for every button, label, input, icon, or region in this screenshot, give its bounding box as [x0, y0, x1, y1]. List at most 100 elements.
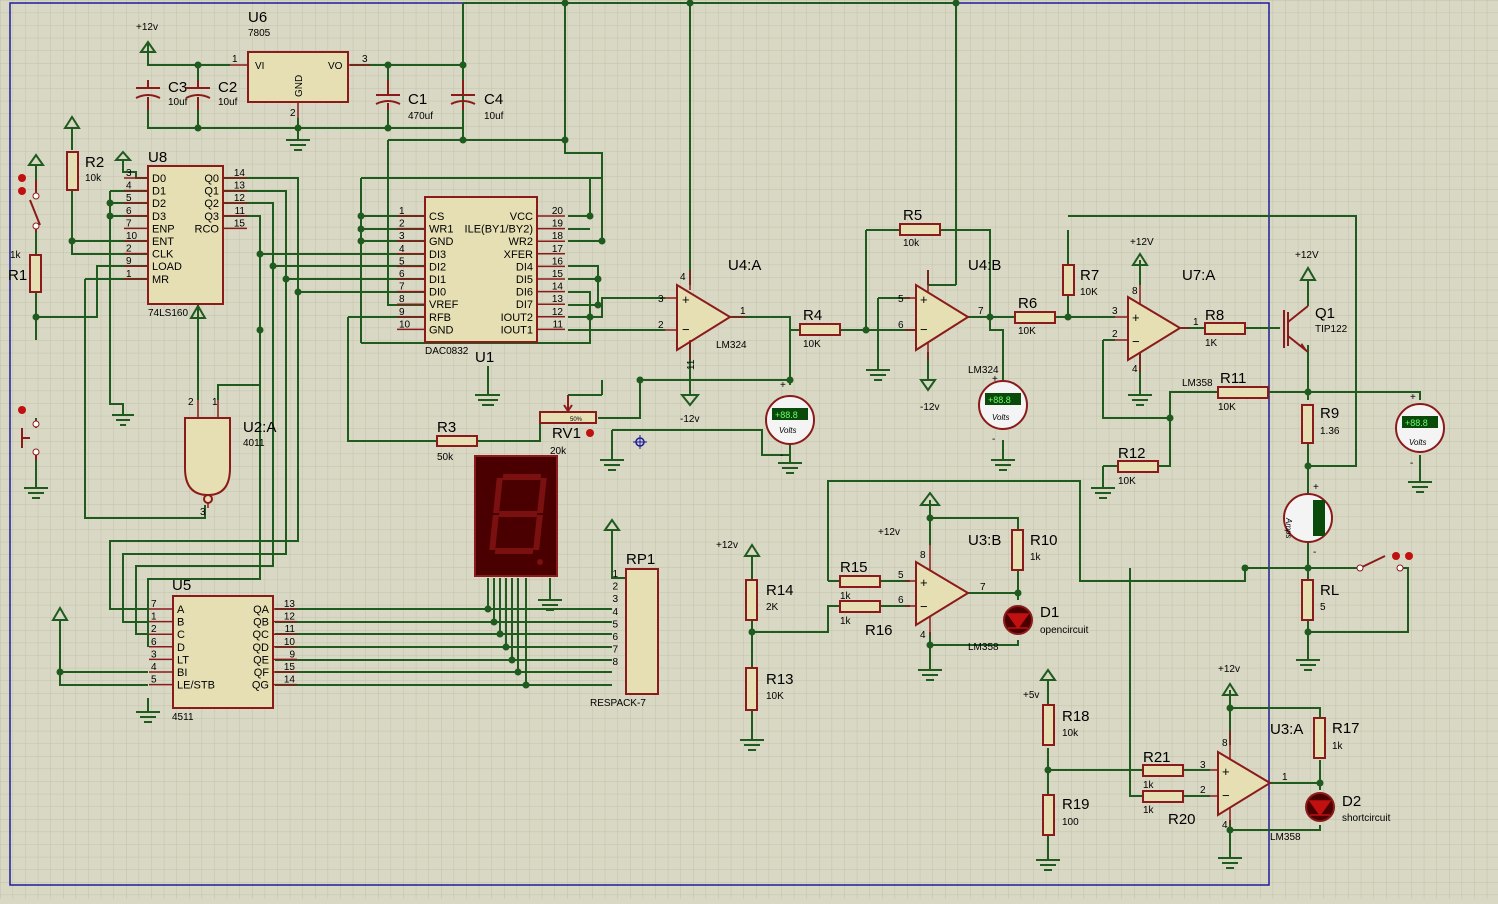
r1-resistor[interactable]: 1k R1 [8, 250, 42, 293]
r8-resistor[interactable]: R8 1K [1204, 307, 1246, 349]
c1-ref: C1 [408, 91, 427, 108]
u1-pin-label: DI3 [429, 249, 446, 261]
u1-pin-label: VCC [510, 211, 533, 223]
u5-pin-label: LE/STB [177, 680, 215, 692]
r13-ref: R13 [766, 671, 794, 688]
rp1-pin-number: 2 [612, 582, 618, 593]
svg-text:−: − [682, 322, 690, 337]
svg-text:1K: 1K [1205, 338, 1218, 349]
voltmeter-3[interactable]: +88.8 Volts + - [1395, 392, 1445, 469]
left-switches[interactable] [18, 174, 41, 460]
voltmeter-1[interactable]: +88.8 Volts + - [765, 380, 815, 461]
svg-text:3: 3 [200, 507, 206, 518]
u2a-ref: U2:A [243, 419, 276, 436]
r15-resistor[interactable]: R15 1k [839, 559, 881, 602]
u5-part: 4511 [172, 712, 194, 723]
u5-pin-label: D [177, 642, 185, 654]
supply-arrow-icon [139, 40, 157, 53]
svg-text:Volts: Volts [1409, 438, 1427, 447]
r16-resistor[interactable]: 1k R16 [839, 600, 893, 639]
svg-text:+88.8: +88.8 [775, 410, 798, 420]
u8-pin-label: D0 [152, 173, 166, 185]
u8-pin-number: 3 [126, 168, 132, 179]
rp1-resistor-pack[interactable]: RP1 RESPACK-7 [590, 551, 659, 709]
u8-counter[interactable]: U8 74LS160 [147, 149, 224, 319]
u5-pin-number: 14 [284, 675, 296, 686]
r7-resistor[interactable]: R7 10K [1062, 264, 1099, 298]
d2-led[interactable]: D2 shortcircuit [1305, 792, 1391, 824]
r4-resistor[interactable]: R4 10K [799, 307, 841, 350]
u7a-opamp[interactable]: + − U7:A LM358 3 2 1 8 4 +12V [1112, 237, 1215, 389]
r19-ref: R19 [1062, 796, 1090, 813]
svg-text:1: 1 [1282, 772, 1288, 783]
r11-resistor[interactable]: R11 10K [1217, 370, 1269, 413]
q1-transistor[interactable]: Q1 TIP122 +12V [1283, 250, 1348, 353]
r10-resistor[interactable]: R10 1k [1011, 529, 1058, 571]
u4a-opamp[interactable]: + − U4:A LM324 3 2 1 4 11 -12v [658, 257, 761, 425]
d1-led[interactable]: D1 opencircuit [1003, 604, 1089, 636]
svg-text:6: 6 [898, 595, 904, 606]
svg-text:1k: 1k [1030, 552, 1042, 563]
voltmeter-2[interactable]: +88.8 Volts + - [978, 374, 1028, 445]
load-switch[interactable] [1356, 552, 1413, 572]
svg-text:-: - [1313, 547, 1316, 558]
svg-text:+12v: +12v [1218, 664, 1240, 675]
svg-text:4: 4 [1132, 364, 1138, 375]
seven-segment-display[interactable] [474, 455, 558, 577]
svg-text:Volts: Volts [992, 413, 1010, 422]
svg-text:10K: 10K [766, 691, 784, 702]
r18-resistor[interactable]: R18 10k +5v [1023, 690, 1090, 746]
svg-text:2K: 2K [766, 602, 779, 613]
u4b-opamp[interactable]: + − U4:B LM324 5 6 7 -12v [898, 257, 1001, 413]
u1-pin-number: 13 [552, 294, 564, 305]
u5-pin-label: QC [253, 629, 270, 641]
svg-text:10k: 10k [1062, 728, 1079, 739]
svg-text:3: 3 [1200, 760, 1206, 771]
r3-resistor[interactable]: R3 50k [436, 419, 478, 463]
u3a-ref: U3:A [1270, 721, 1303, 738]
u1-pin-label: XFER [504, 249, 533, 261]
r2-resistor[interactable]: R2 10k [66, 151, 104, 191]
u1-pin-number: 12 [552, 307, 564, 318]
crosshair-cursor-icon [633, 435, 647, 449]
r14-resistor[interactable]: R14 2K +12v [716, 540, 794, 621]
rl-load-resistor[interactable]: RL 5 [1301, 579, 1339, 621]
rp1-pin-number: 4 [612, 607, 618, 618]
ammeter[interactable]: Amps + - [1283, 482, 1333, 558]
r5-resistor[interactable]: R5 10k [899, 207, 941, 249]
c4-ref: C4 [484, 91, 503, 108]
svg-text:−: − [1222, 788, 1230, 803]
r3-ref: R3 [437, 419, 456, 436]
r21-resistor[interactable]: R21 1k [1142, 749, 1184, 791]
rv1-potentiometer[interactable]: 50% RV1 20k [539, 394, 602, 457]
u5-decoder[interactable]: U5 4511 [172, 577, 274, 723]
r11-ref: R11 [1220, 370, 1246, 387]
r13-resistor[interactable]: R13 10K [745, 667, 794, 711]
svg-text:3: 3 [362, 54, 368, 65]
u6-regulator[interactable]: U6 7805 VI VO GND 1 3 2 [230, 9, 370, 119]
r6-ref: R6 [1018, 295, 1037, 312]
r9-resistor[interactable]: R9 1.36 [1301, 404, 1340, 444]
u3a-opamp[interactable]: + − U3:A LM358 3 2 1 8 4 +12v [1200, 664, 1303, 843]
r12-ref: R12 [1118, 445, 1146, 462]
r20-resistor[interactable]: 1k R20 [1142, 790, 1196, 828]
junctions [32, 0, 1324, 834]
r6-resistor[interactable]: R6 10K [1014, 295, 1056, 337]
u5-pin-label: QD [253, 642, 270, 654]
r8-ref: R8 [1205, 307, 1224, 324]
r19-resistor[interactable]: R19 100 [1042, 794, 1090, 836]
capacitors[interactable]: C3 10uf C2 10uf C1 470uf C4 10uf [135, 79, 504, 122]
u5-pin-label: LT [177, 654, 189, 666]
svg-text:50k: 50k [437, 452, 454, 463]
r17-resistor[interactable]: R17 1k [1313, 717, 1360, 759]
u2a-nand-gate[interactable]: U2:A 4011 2 1 3 [184, 397, 276, 518]
rp1-part: RESPACK-7 [590, 698, 646, 709]
svg-text:VI: VI [255, 61, 264, 72]
svg-text:10K: 10K [1118, 476, 1136, 487]
d1-ref: D1 [1040, 604, 1059, 621]
u1-dac[interactable]: U1 DAC0832 [424, 196, 538, 366]
rp1-pin-number: 5 [612, 619, 618, 630]
u3b-opamp[interactable]: + − U3:B LM358 5 6 7 8 4 +12v [878, 527, 1001, 653]
r12-resistor[interactable]: R12 10K [1117, 445, 1159, 487]
